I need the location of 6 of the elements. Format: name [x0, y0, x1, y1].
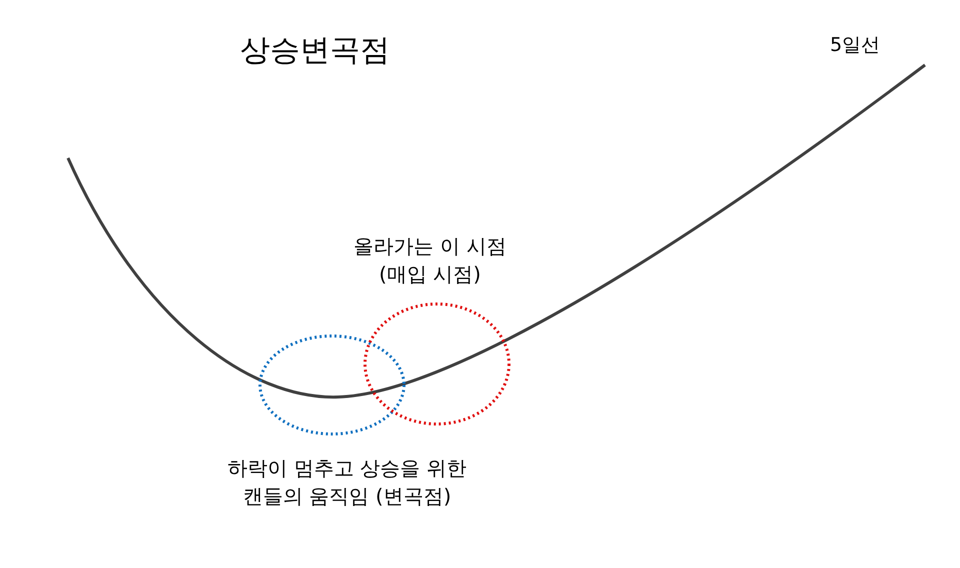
- chart-label: 5일선: [830, 33, 880, 58]
- dotted-circle: [258, 334, 406, 436]
- annotation: 올라가는 이 시점 (매입 시점): [352, 233, 508, 288]
- title: 상승변곡점: [240, 32, 390, 70]
- annotation: 하락이 멈추고 상승을 위한 캔들의 움직임 (변곡점): [226, 455, 468, 510]
- dotted-circle: [364, 302, 510, 426]
